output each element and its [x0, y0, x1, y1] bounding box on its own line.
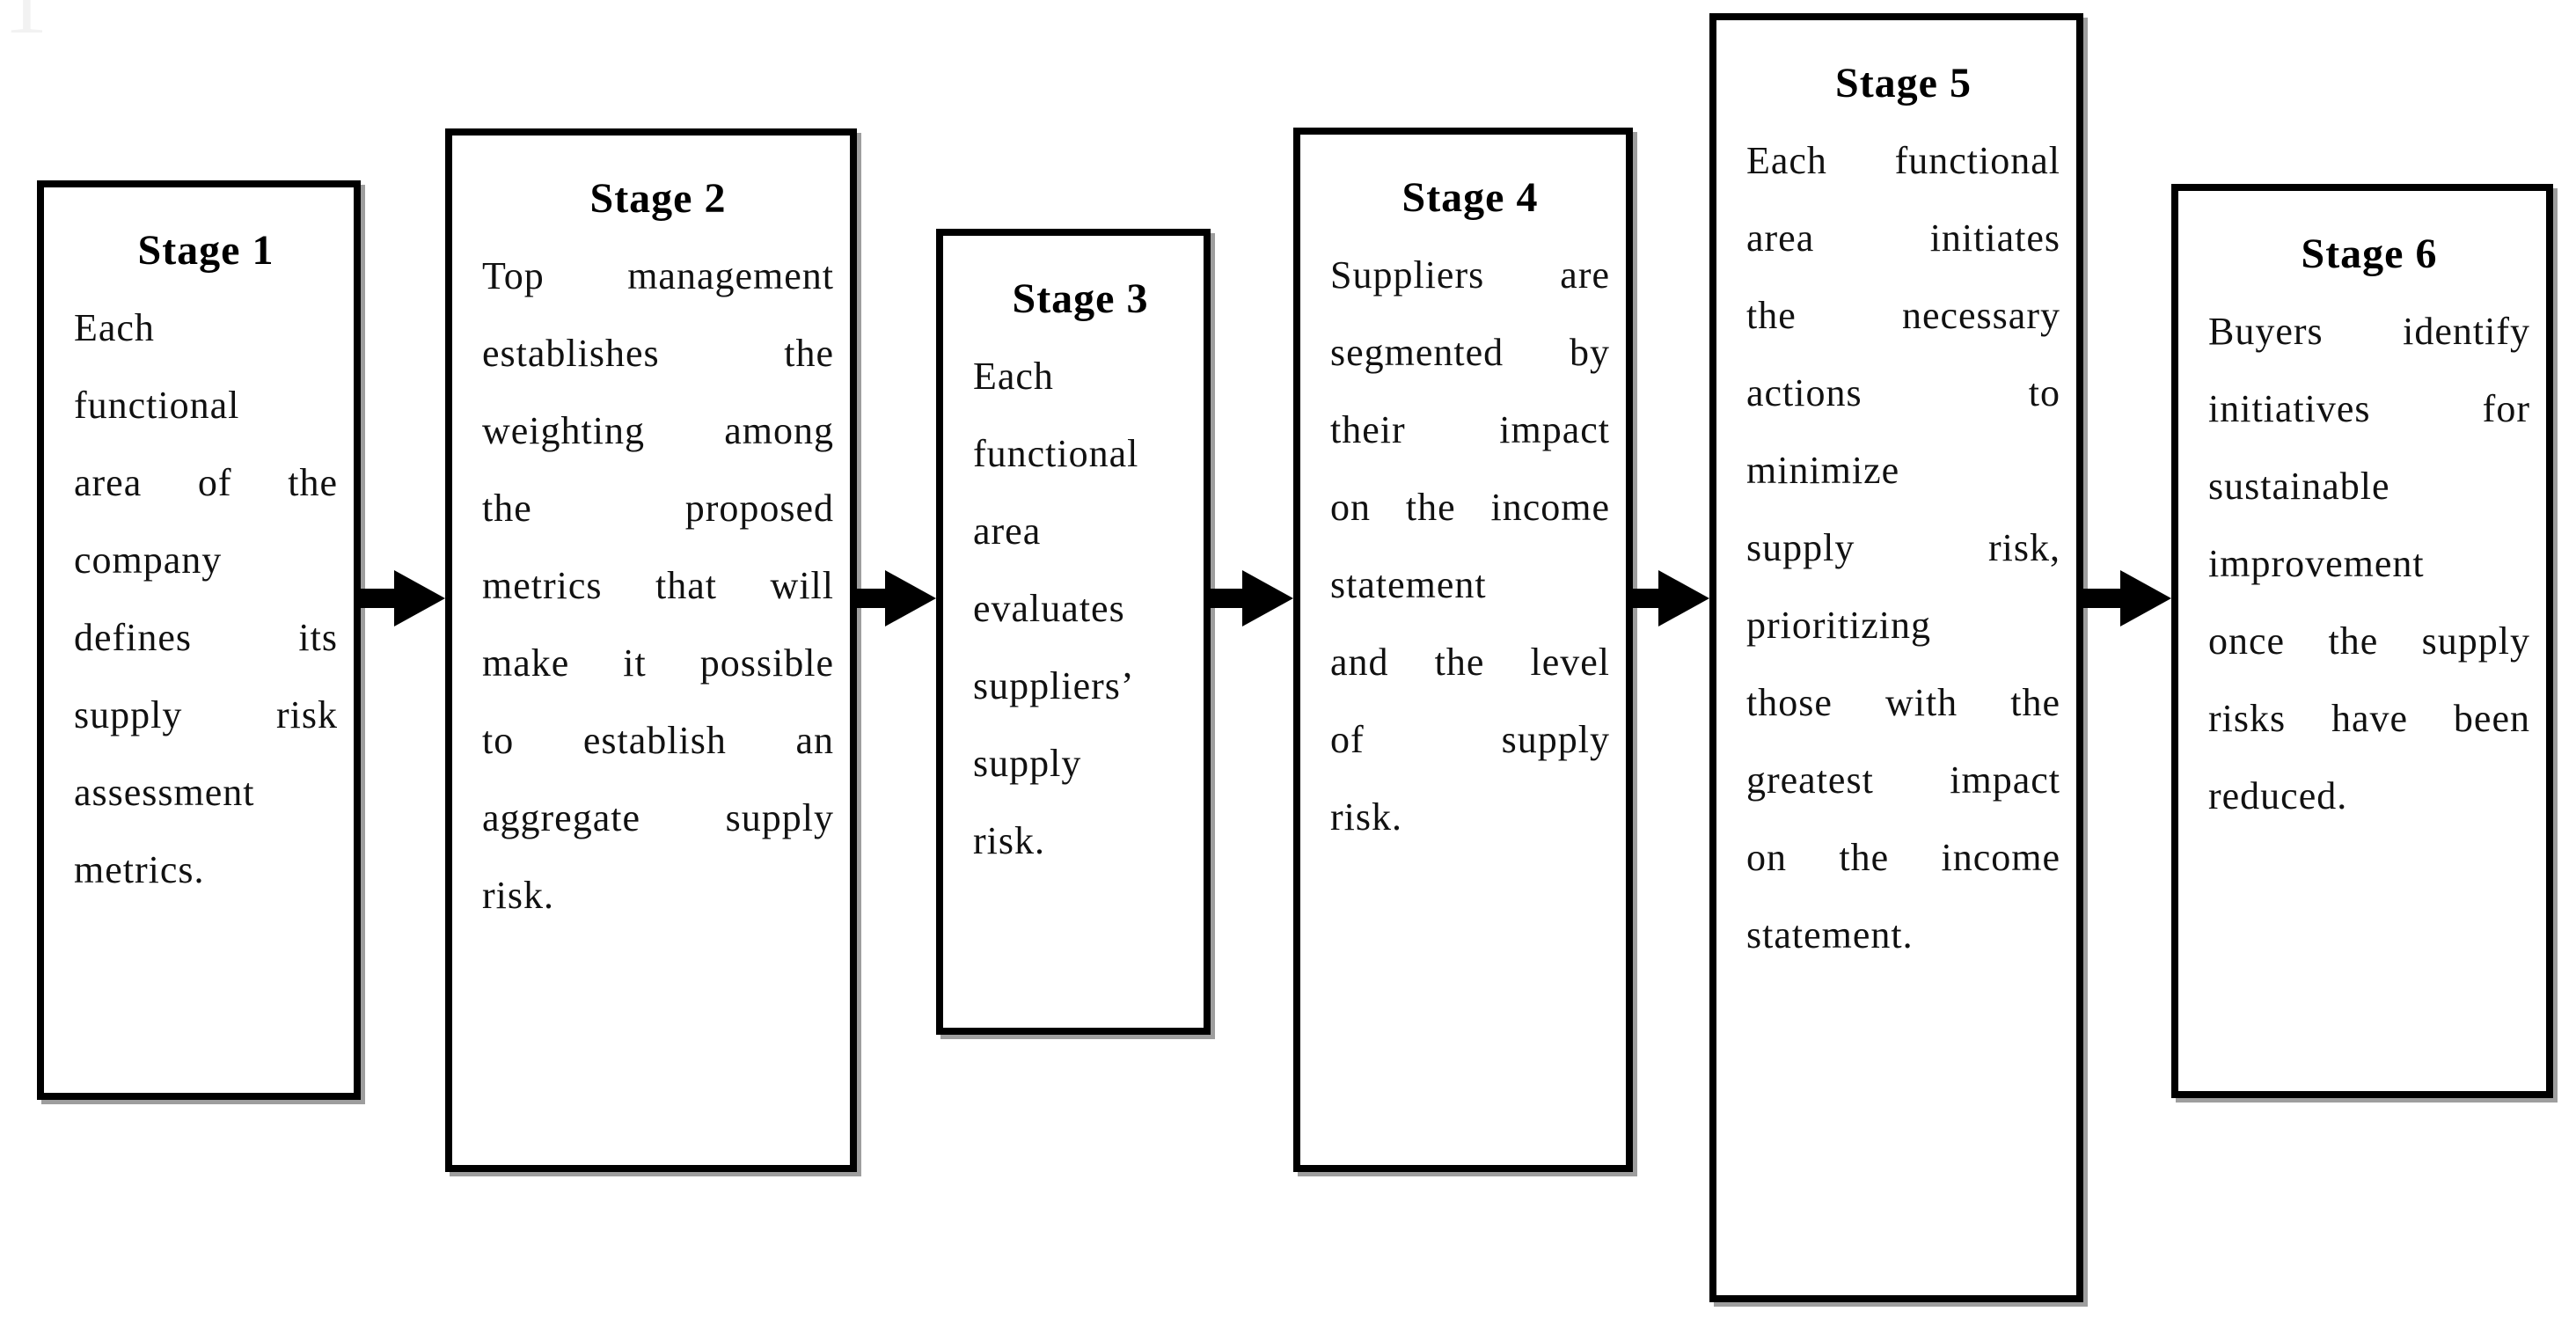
stage-body-line: Suppliers are: [1330, 253, 1610, 297]
stage-body-line: initiatives for: [2208, 387, 2530, 430]
stage-body-line: prioritizing: [1746, 604, 1931, 647]
arrow-stem: [2078, 589, 2129, 608]
stage-2-box: Stage 2 Top management establishes the wei…: [445, 128, 857, 1172]
stage-body-line: their impact: [1330, 408, 1610, 451]
arrow-head: [885, 570, 936, 626]
stage-body-line: functional: [973, 432, 1139, 475]
stage-body-line: the proposed: [482, 487, 834, 530]
stage-body-line: once the supply: [2208, 619, 2530, 663]
stage-2-title: Stage 2: [589, 175, 727, 222]
arrow-stem: [1629, 589, 1667, 608]
arrow-head: [394, 570, 445, 626]
stage-body-line: area: [973, 509, 1042, 553]
flow-arrow-icon: [1629, 570, 1709, 626]
stage-body-line: defines its: [74, 616, 338, 659]
stage-body-line: weighting among: [482, 409, 834, 452]
arrow-head: [2120, 570, 2171, 626]
stage-body-line: risks have been: [2208, 697, 2530, 740]
arrow-head: [1242, 570, 1293, 626]
flow-arrow-icon: [355, 570, 445, 626]
stage-body-line: make it possible: [482, 641, 834, 685]
arrow-head: [1658, 570, 1709, 626]
stage-body-line: area of the: [74, 461, 338, 504]
stage-6-title: Stage 6: [2301, 231, 2438, 277]
stage-body-line: risk.: [482, 874, 554, 917]
stage-body-line: supply: [973, 742, 1082, 785]
flow-arrow-icon: [852, 570, 936, 626]
stage-body-line: Buyers identify: [2208, 310, 2530, 353]
stage-6-body: Buyers identify initiatives for sustainabl…: [2208, 293, 2530, 835]
stage-body-line: establishes the: [482, 332, 834, 375]
stage-body-line: those with the: [1746, 681, 2060, 724]
flow-arrow-icon: [2078, 570, 2171, 626]
stage-body-line: Each: [973, 355, 1054, 398]
stage-body-line: aggregate supply: [482, 796, 834, 839]
stage-1-title: Stage 1: [137, 227, 274, 274]
stage-body-line: statement: [1330, 563, 1487, 606]
stage-body-line: greatest impact: [1746, 758, 2060, 802]
stage-body-line: on the income: [1330, 486, 1610, 529]
stage-body-line: minimize: [1746, 449, 1900, 492]
stage-body-line: on the income: [1746, 836, 2060, 879]
stage-1-body: Each functional area of the company defines …: [74, 289, 338, 909]
stage-body-line: area initiates: [1746, 216, 2060, 260]
stage-body-line: assessment: [74, 771, 255, 814]
stage-6-box: Stage 6 Buyers identify initiatives for su…: [2171, 184, 2553, 1098]
stage-body-line: Top management: [482, 254, 834, 297]
stage-body-line: actions to: [1746, 371, 2060, 414]
page-number-artifact: 1: [4, 0, 48, 52]
stage-1-box: Stage 1 Each functional area of the company…: [37, 180, 361, 1100]
stage-body-line: statement.: [1746, 913, 1914, 956]
stage-body-line: and the level: [1330, 641, 1610, 684]
stage-body-line: metrics.: [74, 848, 205, 891]
stage-2-body: Top management establishes the weighting a…: [482, 238, 834, 934]
stage-body-line: risk.: [1330, 795, 1402, 839]
stage-body-line: the necessary: [1746, 294, 2060, 337]
stage-4-title: Stage 4: [1401, 174, 1539, 221]
stage-4-body: Suppliers are segmented by their impact on …: [1330, 237, 1610, 856]
stage-body-line: Each functional: [1746, 139, 2060, 182]
stage-5-body: Each functional area initiates the necessa…: [1746, 122, 2060, 974]
stage-body-line: to establish an: [482, 719, 834, 762]
arrow-stem: [852, 589, 894, 608]
stage-body-line: supply risk: [74, 693, 338, 736]
stage-body-line: metrics that will: [482, 564, 834, 607]
stage-body-line: risk.: [973, 819, 1045, 862]
stage-body-line: segmented by: [1330, 331, 1610, 374]
stage-3-title: Stage 3: [1012, 275, 1149, 322]
arrow-stem: [355, 589, 403, 608]
stage-3-box: Stage 3 Each functional area evaluates suppl…: [936, 229, 1211, 1035]
stage-body-line: of supply: [1330, 718, 1610, 761]
stage-body-line: company: [74, 538, 223, 582]
stage-body-line: Each: [74, 306, 155, 349]
flow-arrow-icon: [1205, 570, 1293, 626]
stage-5-box: Stage 5 Each functional area initiates the…: [1709, 13, 2083, 1302]
stage-4-box: Stage 4 Suppliers are segmented by their i…: [1293, 128, 1633, 1172]
stage-3-body: Each functional area evaluates suppliers’ sup…: [973, 338, 1188, 880]
stage-5-title: Stage 5: [1835, 60, 1972, 106]
stage-body-line: improvement: [2208, 542, 2425, 585]
stage-body-line: reduced.: [2208, 774, 2348, 817]
stage-body-line: functional: [74, 384, 240, 427]
stage-body-line: supply risk,: [1746, 526, 2060, 569]
arrow-stem: [1205, 589, 1251, 608]
stage-body-line: suppliers’: [973, 664, 1135, 707]
stage-body-line: evaluates: [973, 587, 1125, 630]
stage-body-line: sustainable: [2208, 465, 2390, 508]
